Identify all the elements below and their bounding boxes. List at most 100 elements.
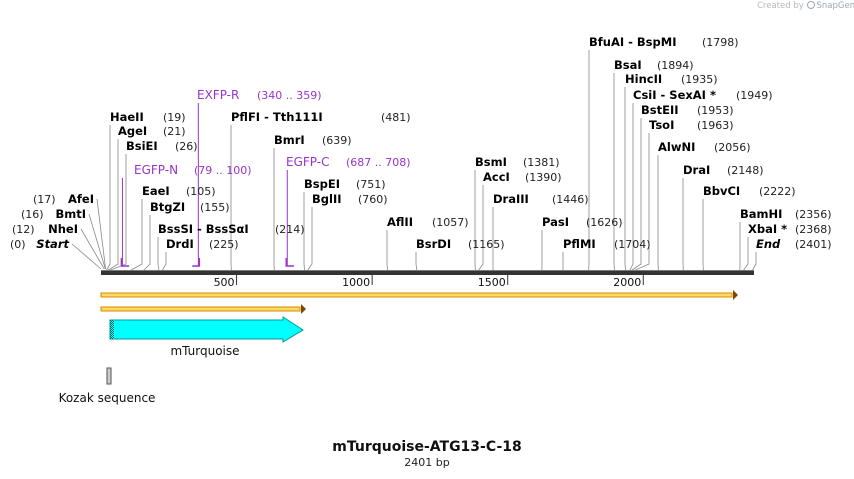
primer-binding-egfp-n[interactable]: [120, 258, 130, 267]
orf-arrowhead-short: [301, 304, 306, 314]
plasmid-name: mTurquoise-ATG13-C-18: [332, 439, 522, 455]
enzyme-label-bspei[interactable]: BspEI: [304, 177, 340, 191]
enzyme-label-bsmi[interactable]: BsmI: [475, 155, 507, 169]
enzyme-leader-bsiei: [107, 154, 127, 272]
primer-label-egfp-c[interactable]: EGFP-C: [286, 155, 329, 169]
enzyme-position-draiii: (1446): [552, 193, 589, 206]
enzyme-leader-drdi: [161, 252, 167, 272]
enzyme-label-bglii[interactable]: BglII: [312, 192, 342, 206]
enzyme-position-haeii: (19): [163, 111, 186, 124]
enzyme-label-alwni[interactable]: AlwNI: [658, 140, 695, 154]
enzyme-label-acci[interactable]: AccI: [483, 170, 510, 184]
enzyme-position-btgzi: (155): [200, 201, 230, 214]
primer-binding-exfp-r[interactable]: [192, 258, 201, 267]
enzyme-label-bsssi-bsss-i[interactable]: BssSI - BssSαI: [158, 222, 249, 236]
feature-label-kozak[interactable]: Kozak sequence: [59, 391, 156, 405]
enzyme-label-xbai[interactable]: XbaI *: [748, 222, 787, 236]
enzyme-leader-lines: [71, 50, 757, 272]
enzyme-leader-start: [71, 243, 102, 270]
enzyme-leader-bspei: [303, 192, 306, 272]
enzyme-leader-haeii: [105, 125, 111, 272]
primer-binding-egfp-c[interactable]: [285, 258, 294, 267]
enzyme-position-aflii: (1057): [432, 216, 469, 229]
enzyme-label-eaei[interactable]: EaeI: [142, 184, 170, 198]
enzyme-position-alwni: (2056): [714, 141, 751, 154]
enzyme-label-pasi[interactable]: PasI: [542, 215, 569, 229]
map-title-block: mTurquoise-ATG13-C-18 2401 bp: [0, 439, 854, 470]
orf-arrow-long[interactable]: [100, 292, 733, 298]
enzyme-leader-afei: [96, 198, 107, 270]
enzyme-label-pflmi[interactable]: PflMI: [563, 237, 596, 251]
enzyme-position-bamhi: (2356): [795, 208, 832, 221]
enzyme-label-pflfi-tth111i[interactable]: PflFI - Tth111I: [231, 110, 323, 124]
enzyme-position-bbvci: (2222): [759, 185, 796, 198]
enzyme-position-tsoi: (1963): [697, 119, 734, 132]
enzyme-position-drdi: (225): [209, 238, 239, 251]
enzyme-label-btgzi[interactable]: BtgZI: [150, 200, 185, 214]
enzyme-label-bsiei[interactable]: BsiEI: [126, 139, 158, 153]
enzyme-label-haeii[interactable]: HaeII: [110, 110, 144, 124]
enzyme-label-start[interactable]: Start: [36, 237, 69, 251]
enzyme-label-agei[interactable]: AgeI: [118, 124, 147, 138]
enzyme-label-drdi[interactable]: DrdI: [166, 237, 194, 251]
ruler-tick-label: 2000: [613, 276, 641, 289]
enzyme-label-bmri[interactable]: BmrI: [274, 133, 305, 147]
enzyme-position-bspei: (751): [356, 178, 386, 191]
snapgene-credit: Created by SnapGene: [757, 1, 854, 11]
enzyme-labels: Start(0)NheI(12)BmtI(16)AfeI(17)HaeII(19…: [10, 35, 832, 251]
enzyme-leader-bsrdi: [415, 252, 418, 272]
enzyme-leader-aflii: [386, 230, 388, 272]
enzyme-label-end[interactable]: End: [756, 237, 781, 251]
feature-arrow-mturquoise[interactable]: [109, 316, 304, 343]
enzyme-leader-agei: [106, 139, 119, 272]
credit-prefix: Created by: [757, 1, 804, 11]
orf-arrow-short[interactable]: [100, 306, 301, 312]
enzyme-label-draiii[interactable]: DraIII: [493, 192, 529, 206]
enzyme-label-aflii[interactable]: AflII: [387, 215, 413, 229]
enzyme-position-start: (0): [10, 238, 26, 251]
feature-label-mturquoise[interactable]: mTurquoise: [170, 344, 239, 358]
enzyme-label-bfuai-bspmi[interactable]: BfuAI - BspMI: [589, 35, 676, 49]
enzyme-position-end: (2401): [795, 238, 832, 251]
enzyme-label-bsai[interactable]: BsaI: [614, 58, 642, 72]
enzyme-leader-eaei: [129, 199, 143, 272]
primer-leader-lines: [120, 103, 294, 267]
primer-range-egfp-n: (79 .. 100): [194, 164, 252, 177]
enzyme-leader-bsai: [613, 73, 615, 272]
ruler-bar: [101, 270, 754, 275]
feature-box-kozak[interactable]: [106, 367, 112, 385]
enzyme-label-hincii[interactable]: HincII: [625, 72, 662, 86]
enzyme-leader-bsssi-bsss-i: [157, 237, 160, 272]
ruler-tick-label: 1500: [478, 276, 506, 289]
enzyme-position-csii-sexai: (1949): [736, 89, 773, 102]
enzyme-position-hincii: (1935): [681, 73, 718, 86]
enzyme-leader-bglii: [306, 207, 313, 272]
plasmid-length: 2401 bp: [404, 456, 450, 469]
primer-label-exfp-r[interactable]: EXFP-R: [197, 88, 239, 102]
ruler-tick-label: 500: [214, 276, 235, 289]
enzyme-leader-btgzi: [142, 215, 151, 272]
enzyme-label-bmti[interactable]: BmtI: [55, 207, 86, 221]
enzyme-position-pasi: (1626): [586, 216, 623, 229]
orf-arrows: [100, 290, 738, 314]
enzyme-leader-xbai: [742, 237, 749, 272]
enzyme-label-bsteii[interactable]: BstEII: [641, 103, 679, 117]
enzyme-label-bsrdi[interactable]: BsrDI: [416, 237, 451, 251]
enzyme-label-csii-sexai[interactable]: CsiI - SexAI *: [633, 88, 716, 102]
enzyme-label-bbvci[interactable]: BbvCI: [703, 184, 740, 198]
enzyme-label-tsoi[interactable]: TsoI: [649, 118, 674, 132]
enzyme-label-afei[interactable]: AfeI: [68, 192, 94, 206]
enzyme-label-drai[interactable]: DraI: [683, 163, 710, 177]
enzyme-leader-hincii: [624, 87, 627, 272]
primer-label-egfp-n[interactable]: EGFP-N: [134, 163, 178, 177]
enzyme-position-pflfi-tth111i: (481): [381, 111, 411, 124]
enzyme-position-nhei: (12): [12, 223, 35, 236]
enzyme-position-bsiei: (26): [175, 140, 198, 153]
enzyme-leader-end: [751, 252, 757, 272]
enzyme-label-nhei[interactable]: NheI: [48, 222, 78, 236]
enzyme-position-pflmi: (1704): [614, 238, 651, 251]
ruler-tick-label: 1000: [342, 276, 370, 289]
enzyme-leader-acci: [477, 185, 484, 272]
enzyme-label-bamhi[interactable]: BamHI: [740, 207, 782, 221]
